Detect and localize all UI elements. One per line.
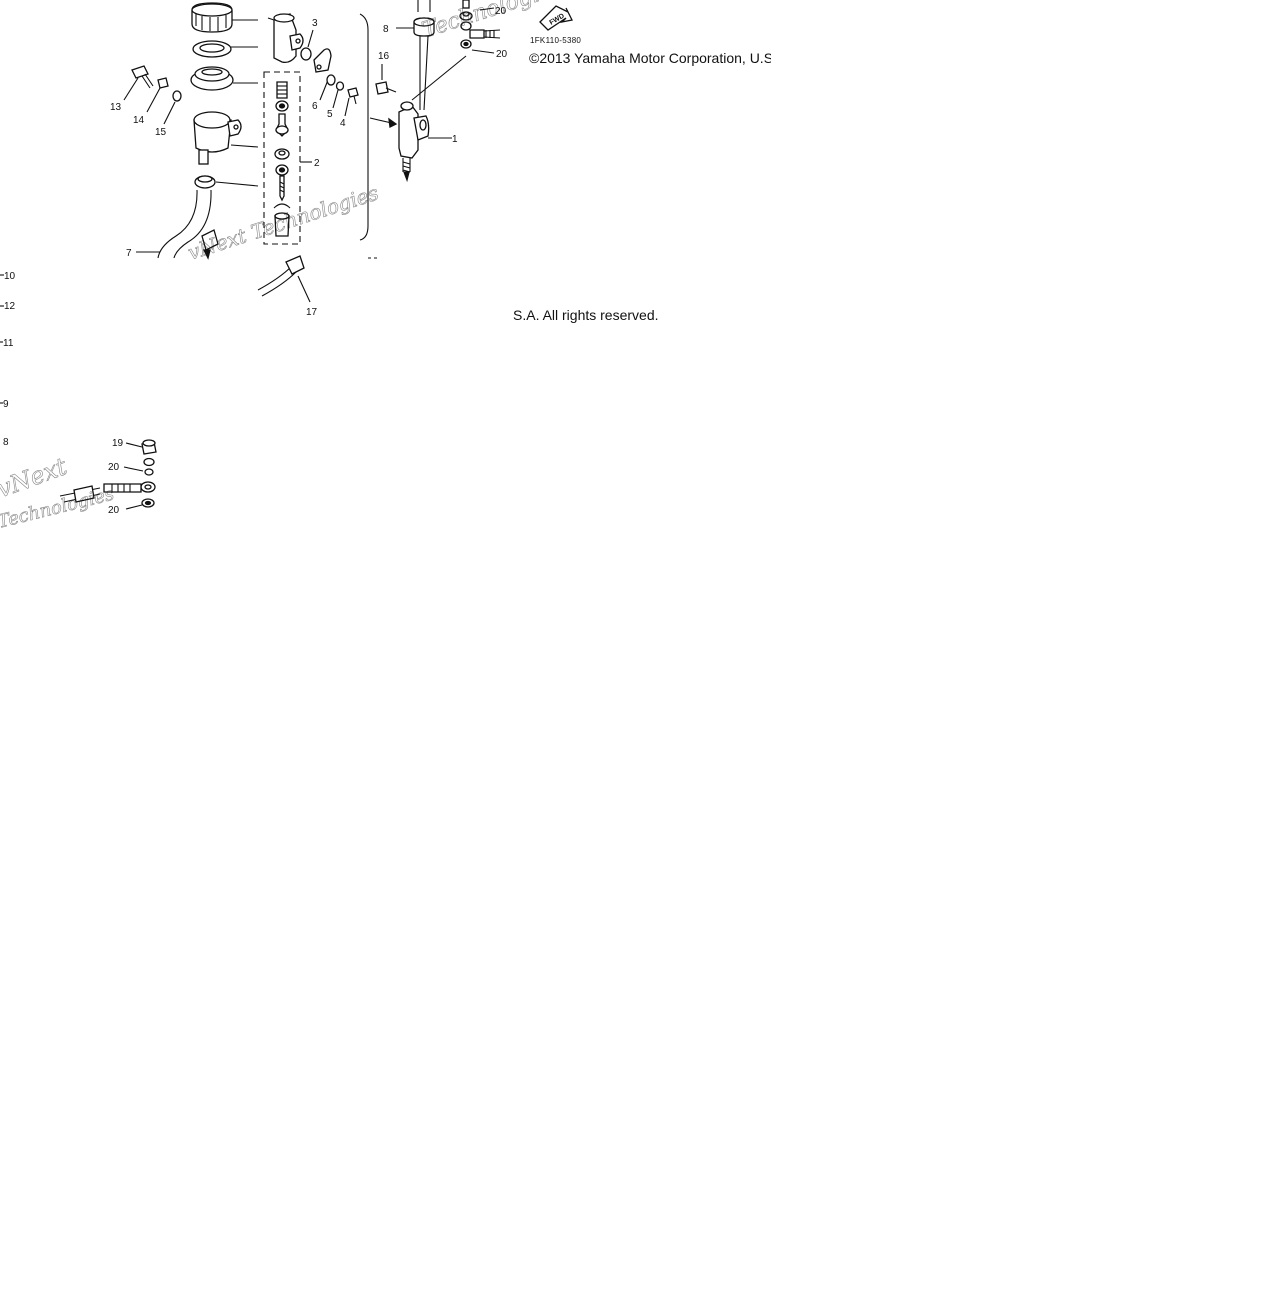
callout-9: 9 (3, 399, 9, 410)
brake-hose-17 (257, 255, 380, 303)
copyright-line-2: S.A. All rights reserved. (513, 307, 659, 323)
callout-2: 2 (314, 158, 320, 169)
hose-clamp (194, 175, 259, 189)
repair-kit-box (263, 71, 312, 245)
callout-20-top: 20 (495, 6, 507, 17)
callout-20-b: 20 (108, 505, 120, 516)
diagram-code: 1FK110-5380 (530, 36, 582, 45)
callout-11: 11 (3, 338, 14, 349)
callout-4: 4 (340, 118, 346, 129)
hose-fitting-lower (201, 229, 219, 260)
callout-20-a: 20 (108, 462, 120, 473)
union-bolt-top (411, 0, 501, 101)
callout-15: 15 (155, 127, 167, 138)
callout-5: 5 (327, 109, 333, 120)
callout-13: 13 (110, 102, 122, 113)
copyright-line-1: ©2013 Yamaha Motor Corporation, U.S (529, 50, 771, 66)
reservoir-diaphragm (192, 40, 258, 58)
nut-14 (146, 77, 169, 113)
bracket-6 (313, 48, 332, 101)
callout-8b: 8 (3, 437, 9, 448)
o-ring-3 (300, 29, 314, 61)
callout-3: 3 (312, 18, 318, 29)
reservoir-body (193, 111, 259, 165)
reservoir-cap (191, 2, 258, 33)
callout-10: 10 (4, 271, 16, 282)
part-6b (326, 74, 336, 86)
joint-8 (396, 0, 435, 111)
callout-14: 14 (133, 115, 145, 126)
callout-8: 8 (383, 24, 389, 35)
reservoir-hose (136, 189, 212, 259)
union-bolt-19 (59, 439, 157, 510)
callout-7: 7 (126, 248, 132, 259)
callout-17: 17 (306, 307, 318, 318)
bolt-16 (375, 64, 397, 95)
bolt-4 (344, 87, 359, 117)
bolt-13 (123, 65, 154, 101)
fwd-arrow: FWD (539, 5, 573, 31)
washer-15 (163, 90, 182, 125)
callout-20-mid: 20 (496, 49, 508, 60)
master-cylinder-body (267, 13, 304, 64)
callout-16: 16 (378, 51, 390, 62)
callout-12: 12 (4, 301, 16, 312)
callout-19: 19 (112, 438, 124, 449)
master-cylinder-rear (398, 101, 452, 183)
washer-5 (332, 81, 345, 109)
callout-1: 1 (452, 134, 458, 145)
callout-6: 6 (312, 101, 318, 112)
reservoir-plate (190, 66, 258, 91)
